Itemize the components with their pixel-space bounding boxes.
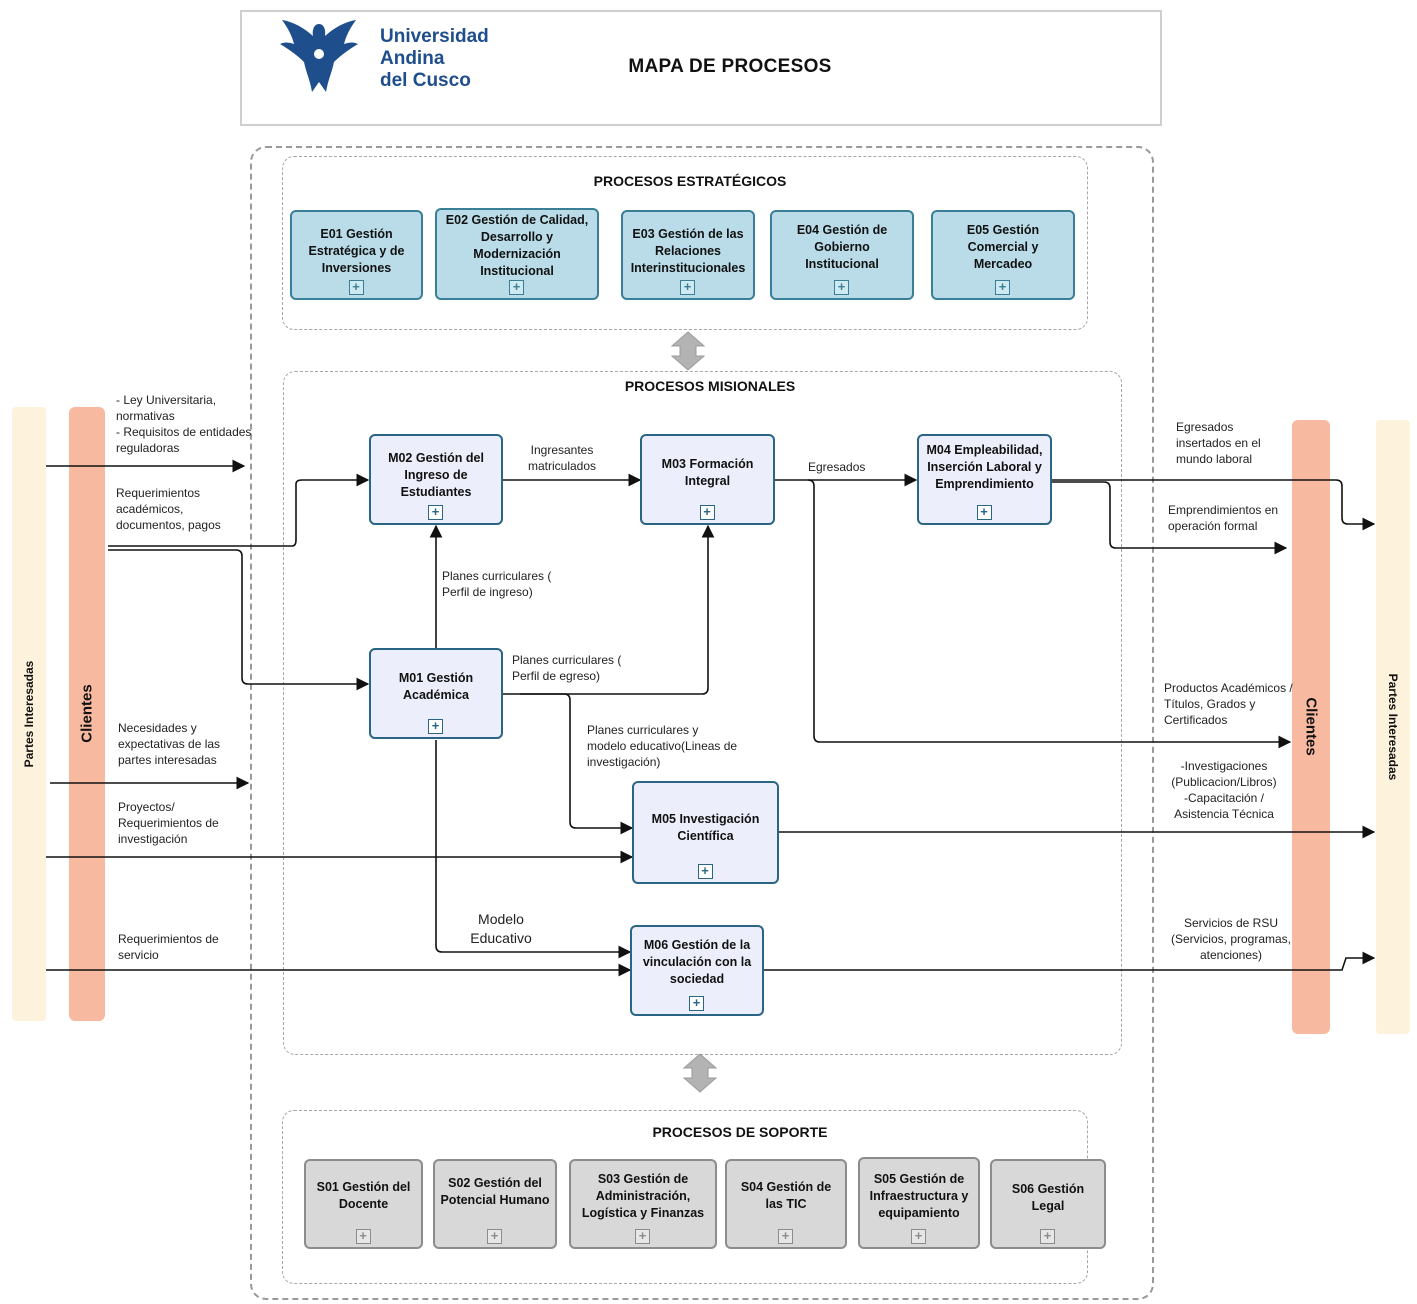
arrow-req-to-m01: [108, 549, 370, 691]
process-s01[interactable]: S01 Gestión del Docente +: [304, 1159, 423, 1249]
arrow-m01-m03: [503, 524, 715, 695]
process-m02-label: M02 Gestión del Ingreso de Estudiantes: [388, 451, 484, 499]
process-e03[interactable]: E03 Gestión de las Relaciones Interinsti…: [621, 210, 755, 300]
process-m05[interactable]: M05 Investigación Científica +: [632, 781, 779, 884]
arrow-m01-m06: [435, 740, 632, 959]
process-e04-label: E04 Gestión de Gobierno Institucional: [796, 223, 888, 271]
process-map-container: [250, 146, 1154, 1300]
arrow-m06-servicios: [764, 951, 1376, 971]
clients-bar-left: [69, 407, 105, 1021]
plus-square-icon[interactable]: +: [509, 280, 524, 295]
input-label-req-servicio: Requerimientos de servicio: [118, 932, 219, 962]
output-label-productos: Productos Académicos / Títulos, Grados y…: [1164, 681, 1293, 727]
process-s04[interactable]: S04 Gestión de las TIC +: [725, 1159, 847, 1249]
plus-square-icon[interactable]: +: [689, 996, 704, 1011]
process-e03-label: E03 Gestión de las Relaciones Interinsti…: [630, 227, 746, 275]
process-e05-label: E05 Gestión Comercial y Mercadeo: [966, 223, 1040, 271]
flow-label-egresados: Egresados: [808, 460, 866, 474]
stakeholders-bar-left: [12, 407, 46, 1021]
process-s06-label: S06 Gestión Legal: [1011, 1182, 1085, 1213]
process-s05-label: S05 Gestión de Infraestructura y equipam…: [869, 1172, 969, 1220]
page-title: MAPA DE PROCESOS: [628, 56, 832, 77]
plus-square-icon[interactable]: +: [355, 1229, 371, 1244]
process-s04-label: S04 Gestión de las TIC: [740, 1180, 832, 1211]
input-label-necesidades: Necesidades y expectativas de las partes…: [118, 721, 221, 767]
process-e02[interactable]: E02 Gestión de Calidad, Desarrollo y Mod…: [435, 208, 599, 300]
stakeholders-bar-right: [1376, 420, 1410, 1034]
plus-square-icon[interactable]: +: [428, 505, 443, 520]
arrow-req-academicos: [108, 473, 370, 547]
plus-square-icon[interactable]: +: [1040, 1229, 1055, 1244]
plus-square-icon[interactable]: +: [680, 280, 695, 295]
flow-label-modelo-educativo: Modelo Educativo: [470, 911, 532, 946]
process-s02-label: S02 Gestión del Potencial Humano: [440, 1176, 550, 1207]
plus-square-icon[interactable]: +: [348, 280, 364, 295]
input-label-ley: - Ley Universitaria, normativas - Requis…: [116, 393, 252, 455]
strategic-group: [282, 156, 1088, 330]
process-m01[interactable]: M01 Gestión Académica +: [369, 648, 503, 739]
missional-group: [283, 371, 1122, 1055]
plus-square-icon[interactable]: +: [834, 280, 849, 295]
plus-square-icon[interactable]: +: [911, 1229, 926, 1244]
process-m04-label: M04 Empleabilidad, Inserción Laboral y E…: [926, 443, 1043, 491]
process-s02[interactable]: S02 Gestión del Potencial Humano +: [433, 1159, 557, 1249]
flow-label-planes-ingreso: Planes curriculares ( Perfil de ingreso): [442, 569, 552, 599]
output-label-servicios-rsu: Servicios de RSU (Servicios, programas, …: [1170, 916, 1292, 962]
condor-logo-icon: [276, 16, 362, 96]
process-e01[interactable]: E01 Gestión Estratégica y de Inversiones…: [290, 210, 423, 300]
process-m03[interactable]: M03 Formación Integral +: [640, 434, 775, 525]
process-s03[interactable]: S03 Gestión de Administración, Logística…: [569, 1159, 717, 1249]
support-group-title: PROCESOS DE SOPORTE: [652, 1124, 828, 1140]
plus-square-icon[interactable]: +: [487, 1229, 502, 1244]
plus-square-icon[interactable]: +: [428, 719, 443, 734]
plus-square-icon[interactable]: +: [635, 1229, 650, 1244]
university-name: Universidad Andina del Cusco: [380, 26, 489, 92]
arrow-m04-egresados: [1052, 479, 1376, 531]
process-m06-label: M06 Gestión de la vinculación con la soc…: [642, 938, 752, 986]
process-s03-label: S03 Gestión de Administración, Logística…: [581, 1172, 705, 1220]
missional-group-title: PROCESOS MISIONALES: [624, 378, 796, 394]
process-e05[interactable]: E05 Gestión Comercial y Mercadeo +: [931, 210, 1075, 300]
strategic-group-title: PROCESOS ESTRATÉGICOS: [593, 173, 787, 189]
university-name-line-2: Andina: [380, 48, 445, 69]
process-e02-label: E02 Gestión de Calidad, Desarrollo y Mod…: [445, 213, 589, 278]
process-m03-label: M03 Formación Integral: [661, 457, 754, 488]
flow-label-planes-egreso: Planes curriculares ( Perfil de egreso): [512, 653, 622, 683]
university-name-line-3: del Cusco: [380, 70, 471, 91]
output-label-emprendimientos: Emprendimientos en operación formal: [1168, 503, 1279, 533]
plus-square-icon[interactable]: +: [778, 1229, 793, 1244]
process-m05-label: M05 Investigación Científica: [651, 812, 760, 843]
input-label-req-academicos: Requerimientos académicos, documentos, p…: [116, 486, 221, 532]
university-name-line-1: Universidad: [380, 26, 489, 47]
arrow-m04-emprendimientos: [1052, 481, 1288, 555]
process-e01-label: E01 Gestión Estratégica y de Inversiones: [308, 227, 405, 275]
process-e04[interactable]: E04 Gestión de Gobierno Institucional +: [770, 210, 914, 300]
clients-bar-right: [1292, 420, 1330, 1034]
process-m01-label: M01 Gestión Académica: [398, 671, 474, 702]
plus-square-icon[interactable]: +: [699, 505, 715, 520]
process-s05[interactable]: S05 Gestión de Infraestructura y equipam…: [858, 1157, 980, 1249]
input-label-proyectos: Proyectos/ Requerimientos de investigaci…: [118, 800, 219, 846]
plus-square-icon[interactable]: +: [995, 280, 1010, 295]
process-m02[interactable]: M02 Gestión del Ingreso de Estudiantes +: [369, 434, 503, 525]
plus-square-icon[interactable]: +: [976, 505, 992, 520]
process-s06[interactable]: S06 Gestión Legal +: [990, 1159, 1106, 1249]
arrow-m03-productos: [807, 479, 1292, 749]
arrow-m01-m05: [520, 693, 634, 835]
output-label-investigaciones: -Investigaciones (Publicacion/Libros) -C…: [1171, 759, 1277, 821]
process-s01-label: S01 Gestión del Docente: [316, 1180, 411, 1211]
flow-label-ingresantes: Ingresantes matriculados: [527, 443, 597, 473]
process-m04[interactable]: M04 Empleabilidad, Inserción Laboral y E…: [917, 434, 1052, 525]
output-label-egresados-insertados: Egresados insertados en el mundo laboral: [1176, 420, 1261, 466]
header-box: [240, 10, 1162, 126]
plus-square-icon[interactable]: +: [697, 864, 713, 879]
process-m06[interactable]: M06 Gestión de la vinculación con la soc…: [630, 925, 764, 1016]
double-arrow-icon: [670, 331, 718, 1093]
flow-label-planes-modelo: Planes curriculares y modelo educativo(L…: [587, 723, 738, 769]
